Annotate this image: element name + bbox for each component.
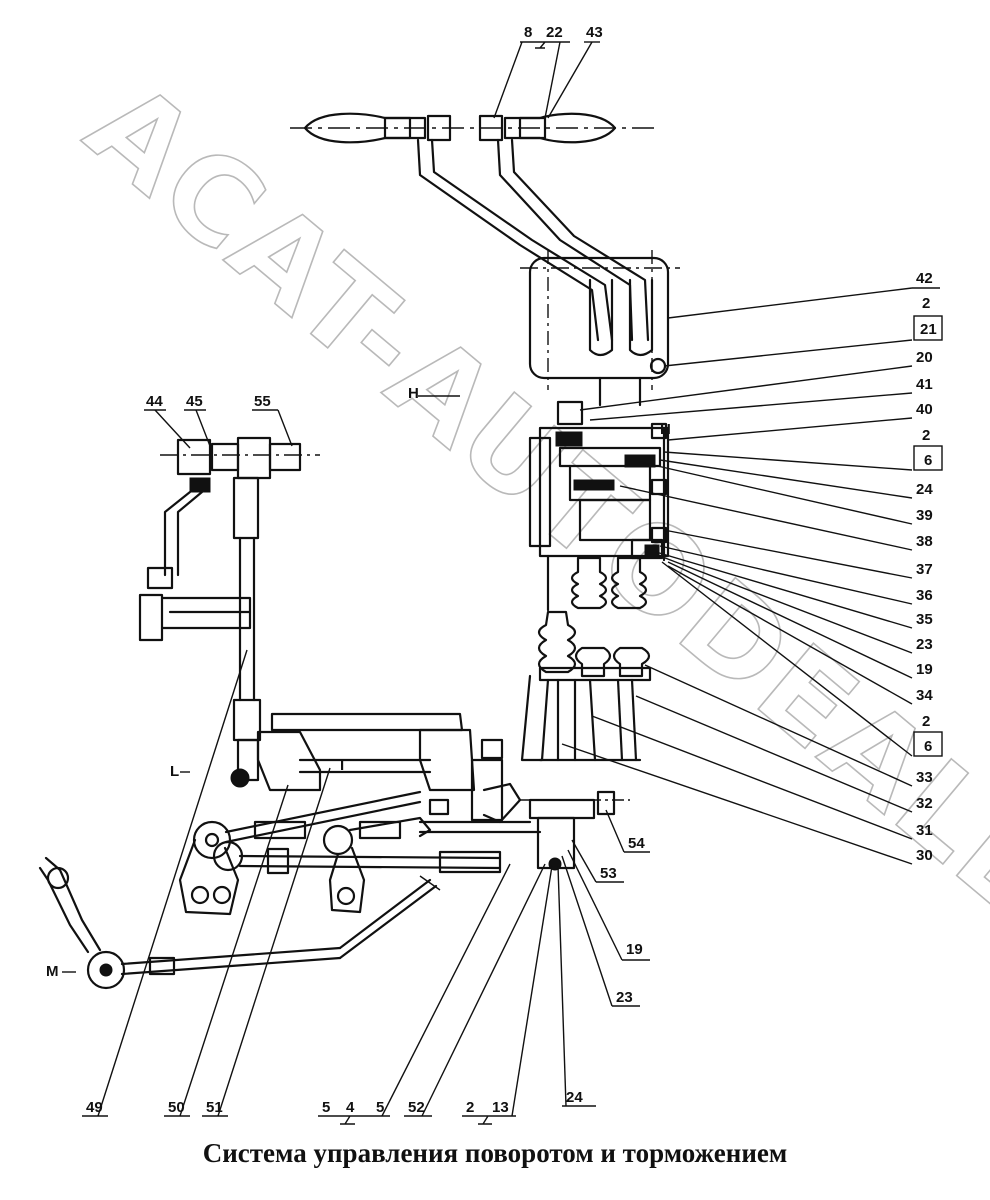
diagram-caption: Система управления поворотом и торможени… xyxy=(202,1138,788,1168)
callout-2c: 2 xyxy=(922,713,930,730)
callout-19b: 19 xyxy=(626,941,643,958)
callout-24b: 24 xyxy=(566,1089,583,1106)
callout-21: 21 xyxy=(920,321,937,338)
steering-levers xyxy=(290,112,680,407)
callout-22: 22 xyxy=(546,24,563,41)
mark-h: H xyxy=(408,385,419,402)
callout-52: 52 xyxy=(408,1099,425,1116)
callout-2a: 2 xyxy=(922,295,930,312)
callout-49: 49 xyxy=(86,1099,103,1116)
callout-38: 38 xyxy=(916,533,933,550)
callout-2d: 2 xyxy=(466,1099,474,1116)
callout-labels: 8 22 43 42 2 21 20 41 40 2 6 xyxy=(46,24,943,1125)
callout-50: 50 xyxy=(168,1099,185,1116)
callout-55: 55 xyxy=(254,393,271,410)
mark-h-valve: H xyxy=(660,421,671,438)
callout-54: 54 xyxy=(628,835,645,852)
callout-8: 8 xyxy=(524,24,532,41)
callout-19: 19 xyxy=(916,661,933,678)
callout-5a: 5 xyxy=(322,1099,330,1116)
callout-23: 23 xyxy=(916,636,933,653)
callout-6b: 6 xyxy=(924,738,932,755)
mark-i: I xyxy=(340,757,344,774)
callout-42: 42 xyxy=(916,270,933,287)
left-lever-assembly xyxy=(138,436,522,824)
callout-5b: 5 xyxy=(376,1099,384,1116)
mark-l: L xyxy=(170,763,179,780)
callout-34: 34 xyxy=(916,687,933,704)
callout-23b: 23 xyxy=(616,989,633,1006)
callout-36: 36 xyxy=(916,587,933,604)
label-group-left-top: 44 45 55 H L I M H xyxy=(46,385,671,980)
label-group-bottom: 49 50 51 5 4 5 52 2 13 24 xyxy=(82,649,596,1125)
brake-linkage xyxy=(38,790,630,990)
callout-30: 30 xyxy=(916,847,933,864)
callout-35: 35 xyxy=(916,611,933,628)
callout-51: 51 xyxy=(206,1099,223,1116)
callout-41: 41 xyxy=(916,376,933,393)
callout-44: 44 xyxy=(146,393,163,410)
callout-24: 24 xyxy=(916,481,933,498)
label-group-right: 42 2 21 20 41 40 2 6 24 39 38 37 xyxy=(561,270,943,865)
callout-32: 32 xyxy=(916,795,933,812)
brake-valve-block xyxy=(520,400,670,762)
callout-31: 31 xyxy=(916,822,933,839)
callout-37: 37 xyxy=(916,561,933,578)
callout-2b: 2 xyxy=(922,427,930,444)
label-group-top: 8 22 43 xyxy=(493,24,603,119)
callout-20: 20 xyxy=(916,349,933,366)
callout-40: 40 xyxy=(916,401,933,418)
callout-4: 4 xyxy=(346,1099,355,1116)
callout-53: 53 xyxy=(600,865,617,882)
callout-6a: 6 xyxy=(924,452,932,469)
callout-45: 45 xyxy=(186,393,203,410)
mark-m: M xyxy=(46,963,59,980)
callout-39: 39 xyxy=(916,507,933,524)
callout-33: 33 xyxy=(916,769,933,786)
label-group-lower-right: 54 53 19 23 xyxy=(561,809,650,1007)
callout-13: 13 xyxy=(492,1099,509,1116)
callout-43: 43 xyxy=(586,24,603,41)
